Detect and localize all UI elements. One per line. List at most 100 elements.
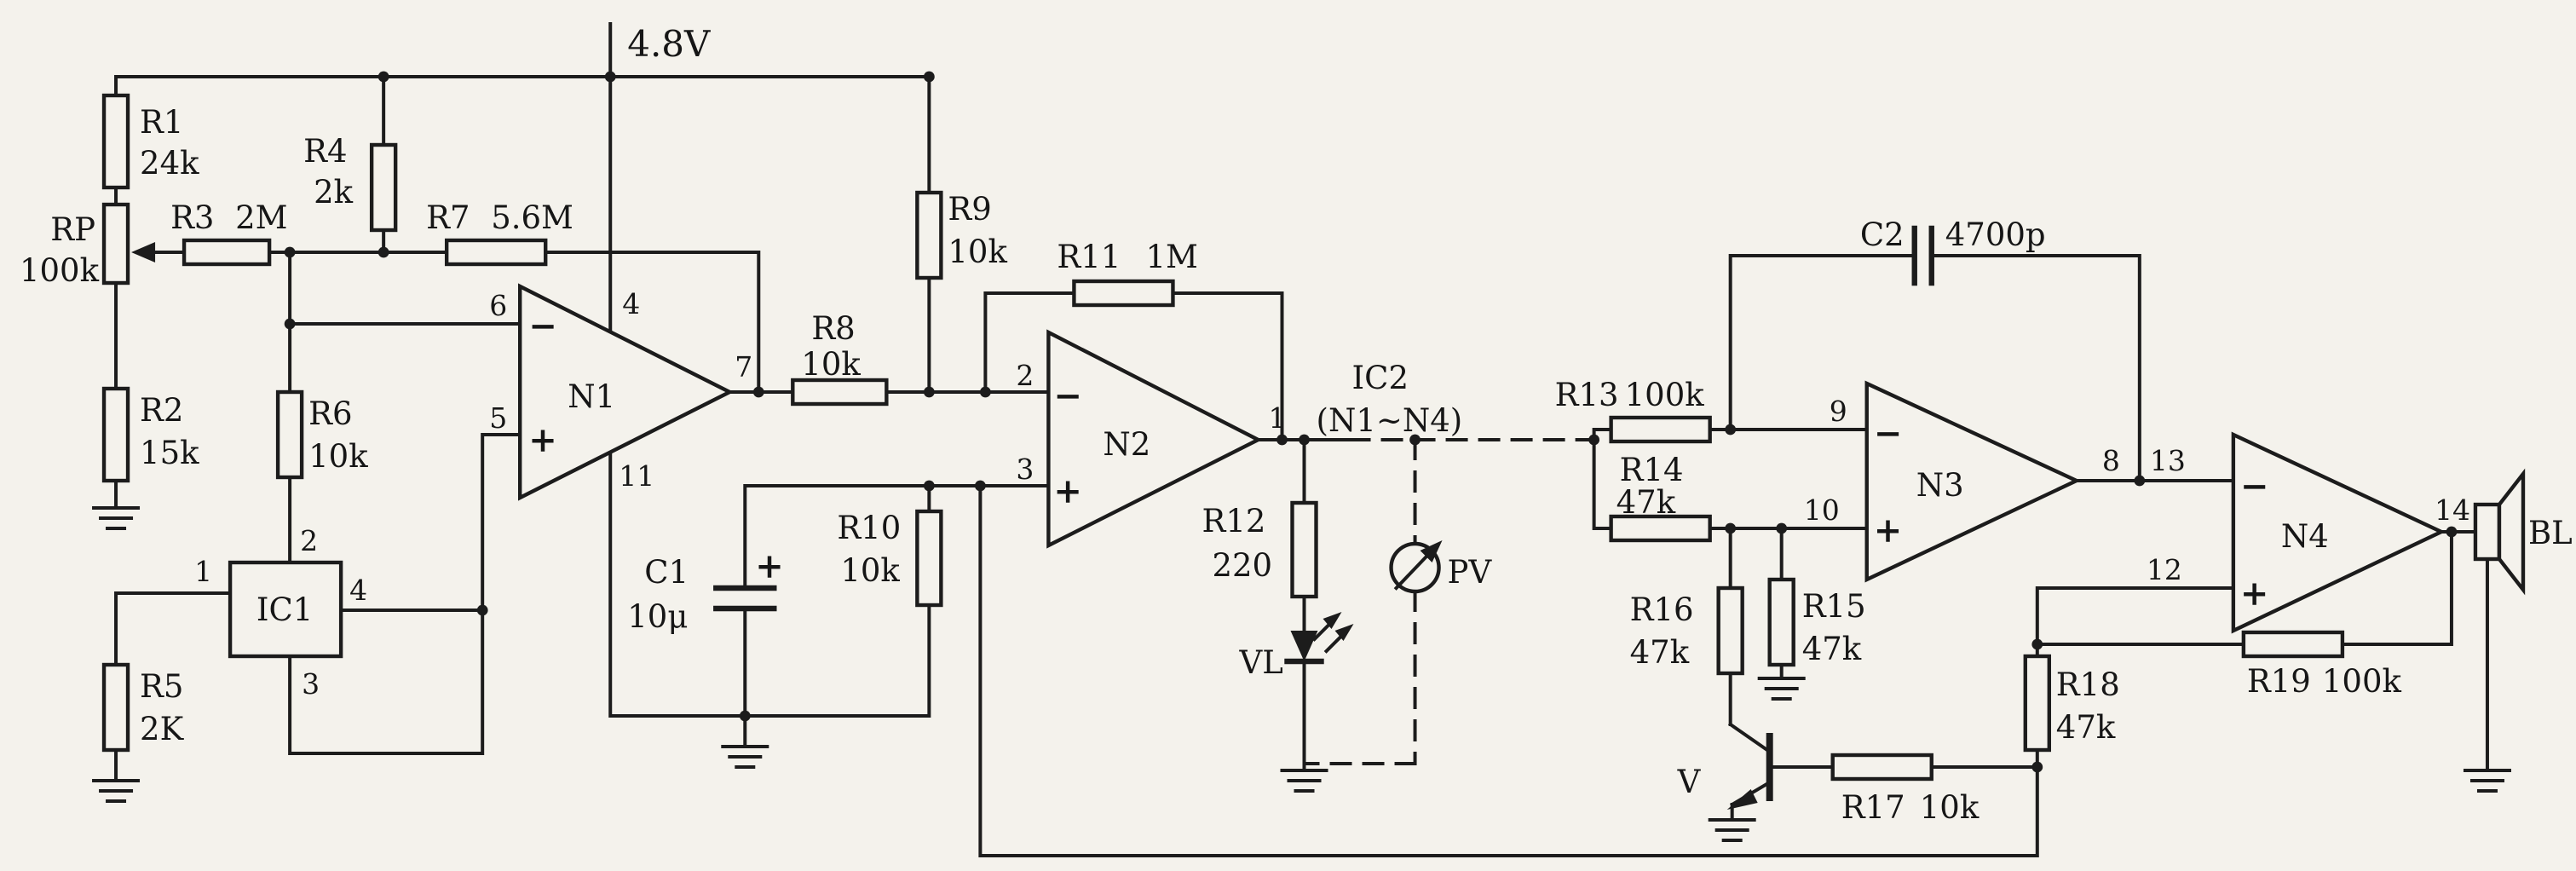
n4-inverting-sign: −: [2240, 466, 2269, 506]
n1-pin-6: 6: [489, 289, 507, 322]
ground-symbol: [1760, 678, 1804, 699]
transistor-v-label: V: [1677, 764, 1702, 800]
resistor-r18-body: [2023, 654, 2051, 753]
resistor-r1-name: R1: [140, 104, 183, 141]
n3-pin-10: 10: [1804, 493, 1840, 527]
ic2-label-line2: (N1~N4): [1317, 402, 1463, 439]
ground-symbol: [723, 747, 767, 767]
resistor-r11-body: [1072, 279, 1175, 308]
resistor-r5-value: 2K: [140, 711, 185, 747]
ic1-pin-3: 3: [302, 667, 320, 701]
capacitor-c1-name: C1: [644, 554, 689, 591]
opamp-n4-body: [2231, 431, 2446, 634]
resistor-r7-body: [444, 238, 548, 267]
ground-symbol: [94, 508, 138, 528]
capacitor-c1-plates: [713, 585, 777, 612]
resistor-r3-body: [182, 238, 272, 267]
resistor-r8-body: [791, 378, 889, 407]
n1-pin-11: 11: [619, 459, 654, 493]
junction-dots: [284, 71, 2458, 773]
resistor-r5-name: R5: [140, 668, 183, 705]
resistor-r1-body: [101, 93, 130, 190]
resistor-r4-value: 2k: [314, 174, 354, 211]
c1-polarity-sign: +: [755, 546, 784, 586]
capacitor-c2-value: 4700p: [1945, 216, 2046, 253]
resistor-r6-name: R6: [308, 395, 352, 432]
n2-inverting-sign: −: [1053, 376, 1082, 416]
resistor-r16-value: 47k: [1630, 634, 1690, 671]
ground-symbol: [1282, 770, 1326, 791]
n3-noninverting-sign: +: [1874, 510, 1903, 551]
resistor-r3-name: R3: [170, 199, 214, 236]
resistor-r3-value: 2M: [235, 199, 287, 236]
n3-inverting-sign: −: [1874, 413, 1903, 453]
resistor-r5-body: [101, 662, 130, 753]
speaker-bl-cone: [2497, 468, 2526, 596]
transistor-v-emitter-arrow: [1726, 789, 1758, 810]
resistor-r2-value: 15k: [140, 435, 199, 471]
photocell-pv: [1389, 540, 1443, 594]
resistor-r6-value: 10k: [308, 438, 368, 475]
resistor-r11-value: 1M: [1145, 239, 1197, 275]
led-vl-label: VL: [1238, 644, 1282, 681]
rp-wiper-arrow: [131, 242, 156, 262]
resistor-r15-body: [1767, 577, 1795, 667]
resistor-r15-name: R15: [1802, 588, 1866, 625]
n2-pin-3: 3: [1016, 453, 1034, 486]
opamp-n2-label: N2: [1103, 426, 1150, 463]
resistor-r2-body: [101, 386, 130, 483]
led-vl: [1284, 612, 1354, 665]
resistor-r15-value: 47k: [1802, 631, 1862, 667]
resistor-r17-name: R17: [1841, 789, 1905, 826]
opamp-n2-body: [1046, 329, 1263, 549]
opamp-n3-label: N3: [1916, 467, 1964, 504]
n1-pin-4: 4: [622, 287, 640, 320]
resistor-r14-value: 47k: [1616, 484, 1676, 521]
potentiometer-rp-body: [101, 202, 130, 286]
resistor-r19-value: 100k: [2322, 663, 2402, 700]
resistor-r4-body: [369, 142, 398, 233]
resistor-r9-name: R9: [948, 191, 991, 228]
speaker-bl-label: BL: [2528, 515, 2573, 551]
n4-pin-13: 13: [2150, 444, 2186, 477]
speaker-bl: [2473, 468, 2526, 596]
pv-arrowhead: [1420, 540, 1443, 562]
n4-noninverting-sign: +: [2240, 574, 2269, 614]
resistor-r19-body: [2241, 630, 2345, 659]
ic1-pin-1: 1: [194, 555, 212, 588]
resistor-r16-body: [1716, 585, 1744, 676]
wire-dashed-link: [1302, 438, 1596, 765]
n1-noninverting-sign: +: [528, 420, 557, 460]
resistor-r6-body: [275, 389, 304, 480]
speaker-bl-driver: [2473, 502, 2502, 562]
resistor-r18-value: 47k: [2056, 709, 2116, 746]
resistor-r4-name: R4: [303, 133, 347, 170]
n1-pin-7: 7: [735, 350, 752, 384]
resistor-r11-name: R11: [1057, 239, 1121, 275]
resistor-r13-body: [1609, 415, 1712, 444]
capacitor-c2-plates: [1911, 225, 1934, 286]
ground-symbol: [1710, 820, 1755, 840]
ic1-pin-2: 2: [300, 524, 318, 557]
resistor-r9-value: 10k: [948, 234, 1007, 270]
n1-pin-5: 5: [489, 401, 507, 435]
resistor-r12-value: 220: [1212, 547, 1272, 584]
n3-pin-8: 8: [2102, 444, 2120, 477]
opamp-n4-label: N4: [2281, 518, 2329, 555]
opamp-n3-body: [1864, 380, 2082, 583]
resistor-r19-name: R19: [2247, 663, 2311, 700]
resistor-r13-name: R13: [1555, 377, 1619, 413]
opamp-n1-body: [518, 283, 735, 501]
photocell-pv-label: PV: [1448, 554, 1493, 591]
resistor-r16-name: R16: [1630, 591, 1694, 628]
resistor-r10-value: 10k: [840, 552, 900, 589]
capacitor-c2-name: C2: [1860, 216, 1905, 253]
resistor-r1-value: 24k: [140, 145, 199, 182]
led-vl-arrowhead: [1323, 612, 1342, 629]
resistor-r10-body: [915, 509, 943, 608]
resistor-r18-name: R18: [2056, 666, 2120, 703]
opamp-n1-label: N1: [568, 378, 615, 415]
potentiometer-rp-name: RP: [50, 211, 95, 248]
ic1-body: [228, 560, 343, 659]
